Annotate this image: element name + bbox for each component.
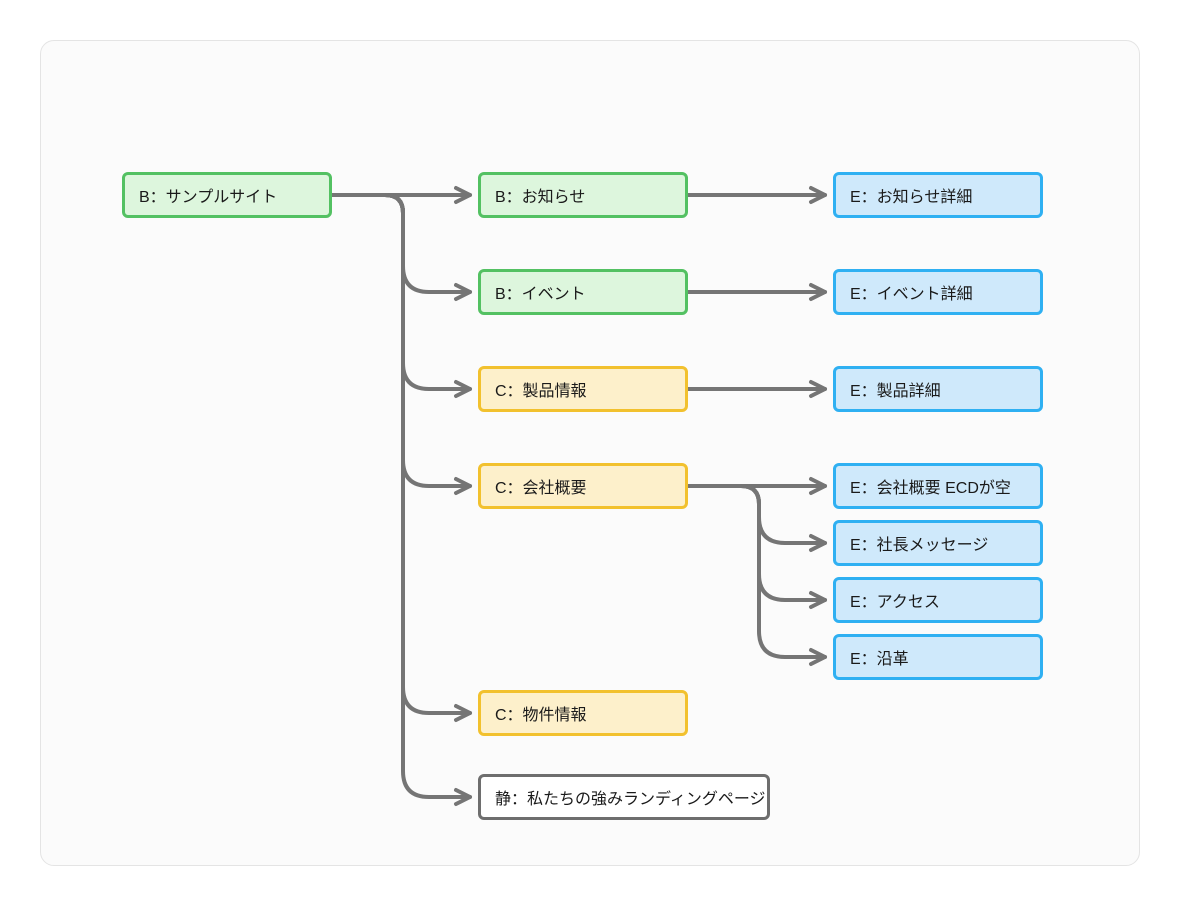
node-label: E：沿革: [850, 651, 909, 668]
node-label: C：会社概要: [495, 480, 587, 497]
node-event[interactable]: B：イベント: [478, 269, 688, 315]
node-history[interactable]: E：沿革: [833, 634, 1043, 680]
edge-company-to-access: [686, 484, 827, 609]
diagram-root: B：サンプルサイト B：お知らせ B：イベント C：製品情報 C：会社概要 C：物件情報静…: [41, 41, 1139, 865]
edge-company-to-history: [686, 484, 827, 666]
edge-root-to-landing: [330, 193, 472, 806]
node-label: B：お知らせ: [495, 189, 586, 206]
edge-root-to-property: [330, 193, 472, 722]
node-root[interactable]: B：サンプルサイト: [122, 172, 332, 218]
node-product-detail[interactable]: E：製品詳細: [833, 366, 1043, 412]
node-access[interactable]: E：アクセス: [833, 577, 1043, 623]
node-label: E：イベント詳細: [850, 286, 973, 303]
node-news[interactable]: B：お知らせ: [478, 172, 688, 218]
node-news-detail[interactable]: E：お知らせ詳細: [833, 172, 1043, 218]
node-company[interactable]: C：会社概要: [478, 463, 688, 509]
diagram-panel: B：サンプルサイト B：お知らせ B：イベント C：製品情報 C：会社概要 C：物件情報静…: [40, 40, 1140, 866]
node-label: E：会社概要 ECDが空: [850, 480, 1011, 497]
node-label: E：お知らせ詳細: [850, 189, 973, 206]
node-label: C：製品情報: [495, 383, 587, 400]
edge-company-to-president: [686, 484, 827, 552]
node-label: E：製品詳細: [850, 383, 941, 400]
node-event-detail[interactable]: E：イベント詳細: [833, 269, 1043, 315]
node-company-detail[interactable]: E：会社概要 ECDが空: [833, 463, 1043, 509]
edge-root-to-product: [330, 193, 472, 398]
node-label: B：イベント: [495, 286, 586, 303]
node-label: B：サンプルサイト: [139, 189, 278, 206]
node-label: E：アクセス: [850, 594, 940, 611]
node-label: E：社長メッセージ: [850, 537, 989, 554]
node-label: 静：私たちの強みランディングページ: [495, 791, 766, 808]
node-label: C：物件情報: [495, 707, 587, 724]
node-product[interactable]: C：製品情報: [478, 366, 688, 412]
edge-root-to-company: [330, 193, 472, 495]
node-property[interactable]: C：物件情報: [478, 690, 688, 736]
connector-layer: [330, 186, 827, 806]
node-landing[interactable]: 静：私たちの強みランディングページ: [478, 774, 770, 820]
edge-root-to-event: [330, 193, 472, 301]
node-president[interactable]: E：社長メッセージ: [833, 520, 1043, 566]
